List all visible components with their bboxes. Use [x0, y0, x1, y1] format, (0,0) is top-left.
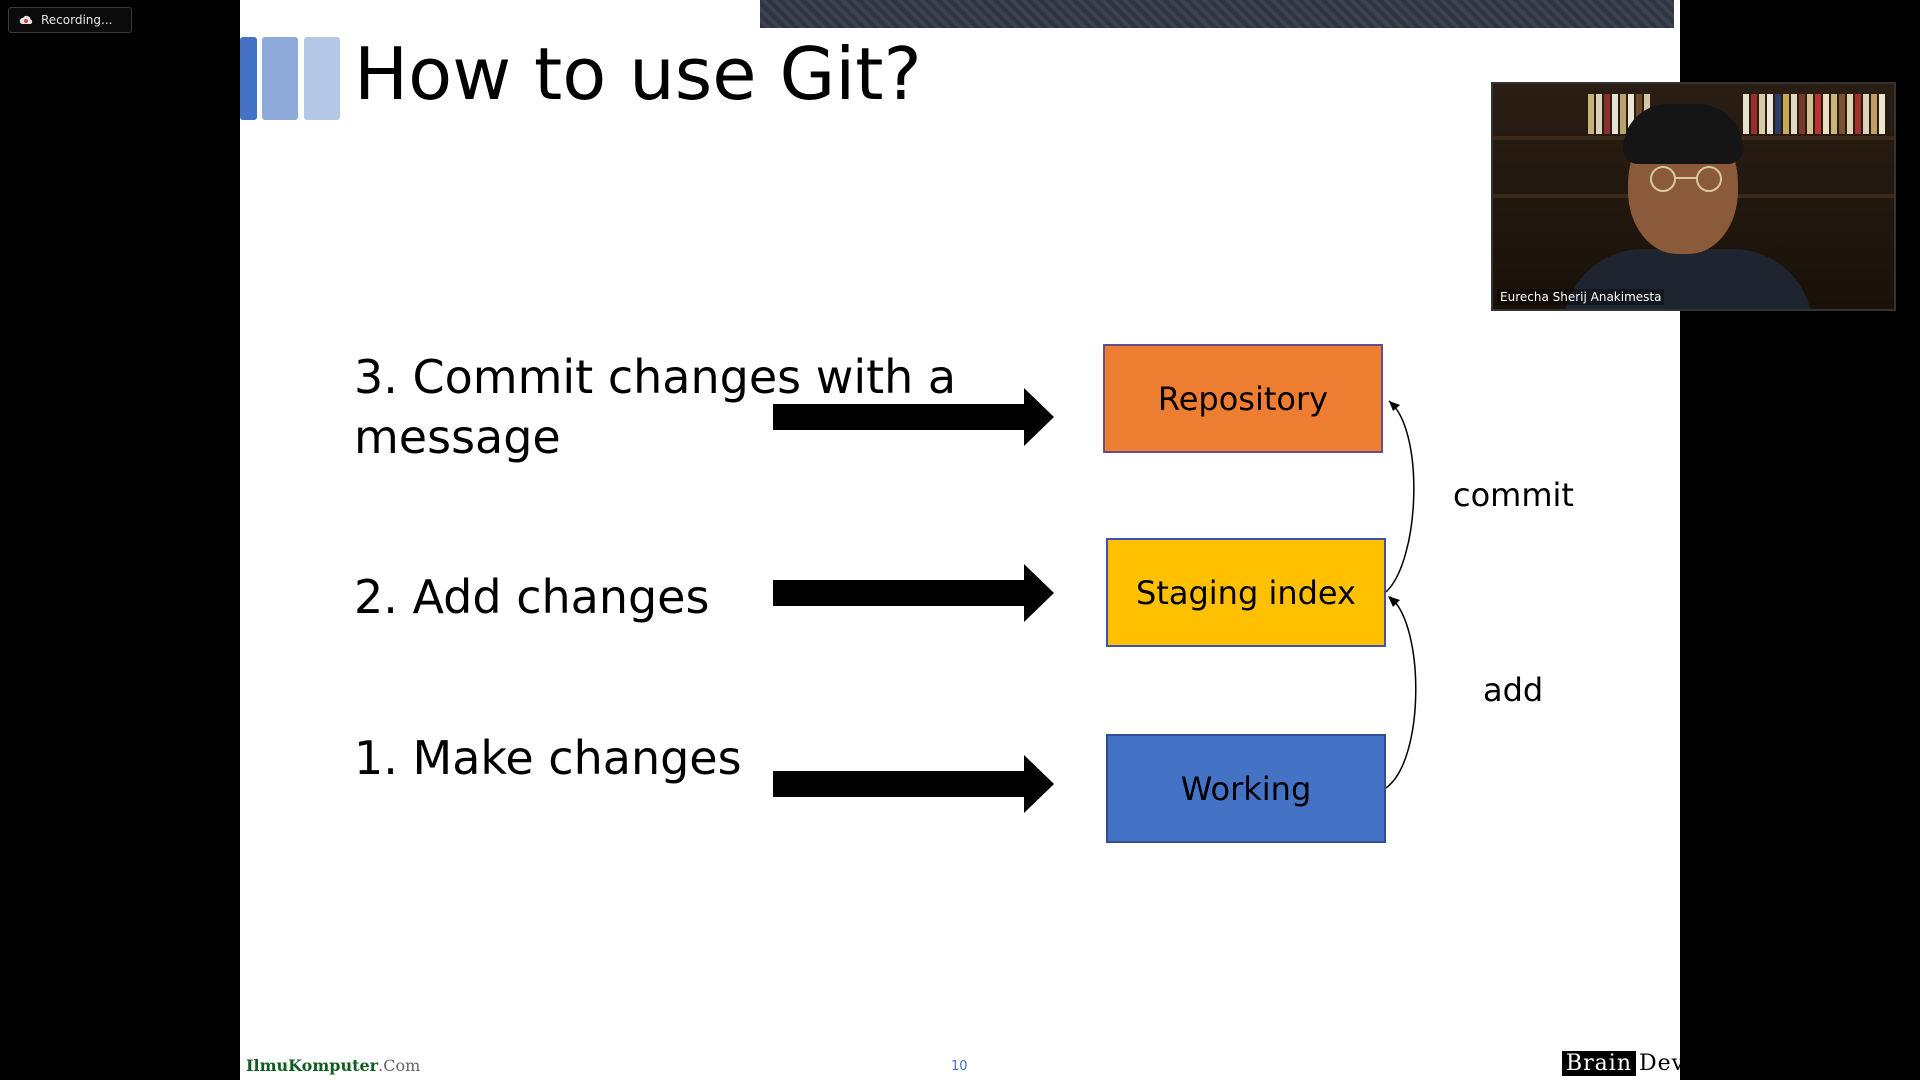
braindevs-logo-devs: Devs	[1639, 1051, 1680, 1076]
glasses-icon	[1650, 166, 1722, 192]
screen-share-toolbar[interactable]	[760, 0, 1674, 28]
slide-page-number: 10	[951, 1059, 968, 1074]
shared-slide: How to use Git? 3. Commit changes with a…	[240, 0, 1680, 1080]
arrow-to-working	[773, 755, 1054, 813]
add-curve	[1385, 596, 1417, 789]
add-label: add	[1483, 671, 1544, 709]
step-commit: 3. Commit changes with a message	[354, 350, 957, 464]
braindevs-logo-brain: Brain	[1562, 1051, 1637, 1076]
staging-index-box: Staging index	[1106, 538, 1386, 647]
books	[1743, 94, 1885, 134]
title-accent-bar	[240, 37, 257, 120]
commit-curve	[1385, 400, 1415, 593]
title-accent-bar	[262, 37, 298, 120]
step-add: 2. Add changes	[354, 570, 710, 624]
recording-indicator[interactable]: Recording...	[8, 7, 132, 33]
arrow-to-repository	[773, 388, 1054, 446]
diagram-arrows	[773, 388, 1417, 813]
commit-arrowhead	[1389, 401, 1400, 411]
ilmukomputer-logo-domain: .Com	[378, 1056, 421, 1075]
braindevs-logo: BrainDevs	[1562, 1051, 1680, 1076]
commit-label: commit	[1453, 476, 1574, 514]
ilmukomputer-logo-main: IlmuKomputer	[246, 1056, 379, 1075]
repository-box: Repository	[1103, 344, 1383, 453]
slide-title: How to use Git?	[354, 32, 922, 116]
arrow-to-staging	[773, 564, 1054, 622]
title-accent-bar	[304, 37, 340, 120]
step-make: 1. Make changes	[354, 731, 742, 785]
participant-body	[1563, 249, 1813, 309]
working-box: Working	[1106, 734, 1386, 843]
recording-label: Recording...	[41, 13, 113, 27]
ilmukomputer-logo: IlmuKomputer.Com	[246, 1056, 420, 1075]
participant-name: Eurecha Sherij Anakimesta	[1497, 289, 1665, 305]
add-arrowhead	[1388, 596, 1400, 607]
cloud-recording-icon	[19, 15, 33, 24]
participant-hair	[1623, 104, 1743, 164]
participant-video[interactable]: Eurecha Sherij Anakimesta	[1491, 82, 1896, 311]
